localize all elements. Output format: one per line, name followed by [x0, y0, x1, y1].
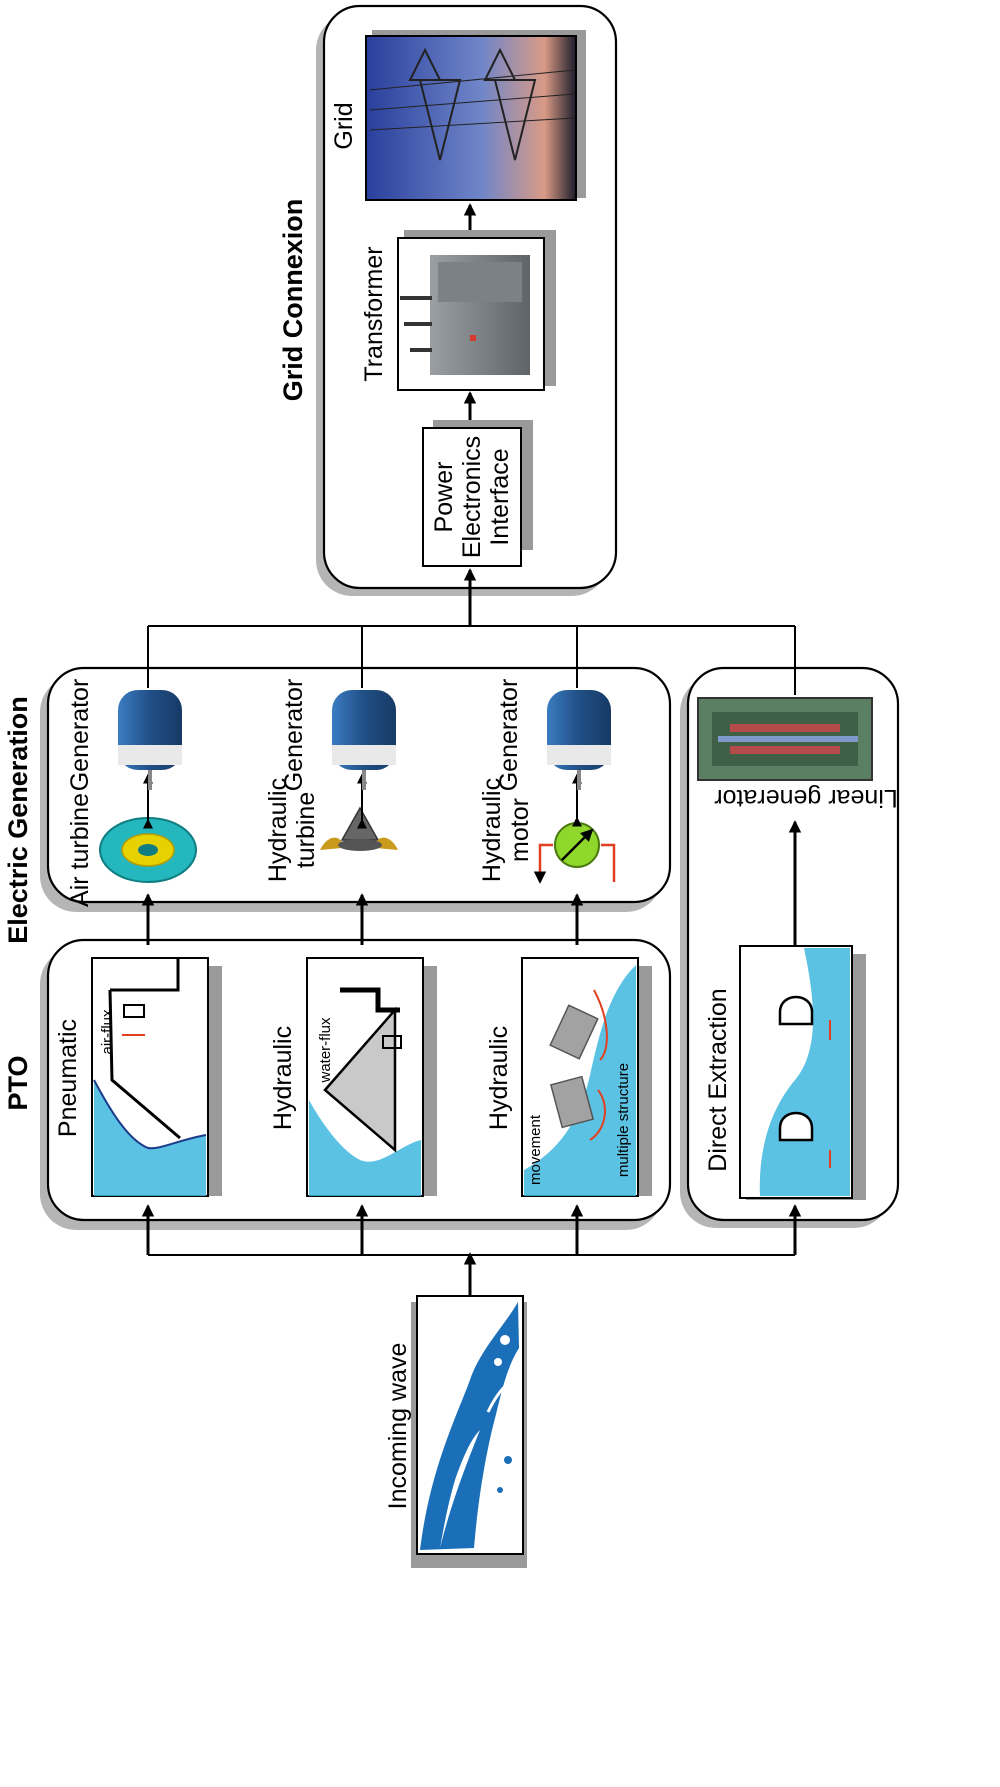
hydraulic-multiple-structure-label: multiple structure	[615, 1063, 632, 1177]
air-turbine-label: Air turbine	[66, 793, 94, 907]
generator-label-3: Generator	[495, 679, 523, 792]
power-electronics-label-line3: Interface	[486, 448, 514, 545]
grid-label: Grid	[330, 102, 358, 149]
hydraulic-waterflux-label: water-flux	[317, 1017, 334, 1084]
transformer-illustration	[397, 230, 556, 391]
hydraulic-label-2: Hydraulic	[485, 1026, 513, 1130]
section-title-pto: PTO	[3, 1055, 33, 1110]
power-electronics-label-line1: Power	[430, 462, 458, 533]
grid-illustration	[365, 30, 586, 201]
linear-generator-illustration	[697, 697, 873, 781]
power-electronics-box	[422, 420, 533, 567]
pneumatic-pto-illustration	[91, 957, 222, 1197]
hydraulic-movement-label: movement	[527, 1114, 544, 1185]
generator-label-1: Generator	[66, 679, 94, 792]
air-turbine-illustration	[99, 817, 197, 883]
hydraulic-motor-label-line1: Hydraulic	[478, 778, 506, 882]
hydraulic-motor-illustration	[533, 822, 616, 884]
hydraulic-turbine-label-line2: turbine	[292, 792, 320, 868]
linear-generator-label: Linear generator	[714, 784, 897, 812]
pneumatic-airflux-label: air-flux	[99, 1009, 116, 1055]
direct-extraction-label: Direct Extraction	[704, 988, 732, 1171]
incoming-wave-label: Incoming wave	[384, 1343, 412, 1510]
transformer-label: Transformer	[360, 246, 388, 381]
hydraulic-label-1: Hydraulic	[269, 1026, 297, 1130]
hydraulic-pto-illustration-1	[306, 957, 437, 1197]
hydraulic-turbine-label-line1: Hydraulic	[264, 778, 292, 882]
power-electronics-label-line2: Electronics	[458, 436, 486, 558]
generator-illustration-2	[332, 690, 396, 790]
generator-illustration-1	[118, 690, 182, 790]
hydraulic-motor-label-line2: motor	[506, 798, 534, 862]
direct-extraction-illustration	[739, 945, 866, 1200]
connection-lines	[141, 203, 802, 1296]
incoming-wave-illustration	[411, 1295, 527, 1568]
generator-illustration-3	[547, 690, 611, 790]
hydraulic-pto-illustration-2	[521, 957, 652, 1197]
section-title-grid-connexion: Grid Connexion	[278, 199, 308, 402]
generator-label-2: Generator	[280, 679, 308, 792]
section-title-electric-generation: Electric Generation	[3, 696, 33, 944]
pneumatic-label: Pneumatic	[54, 1019, 82, 1137]
